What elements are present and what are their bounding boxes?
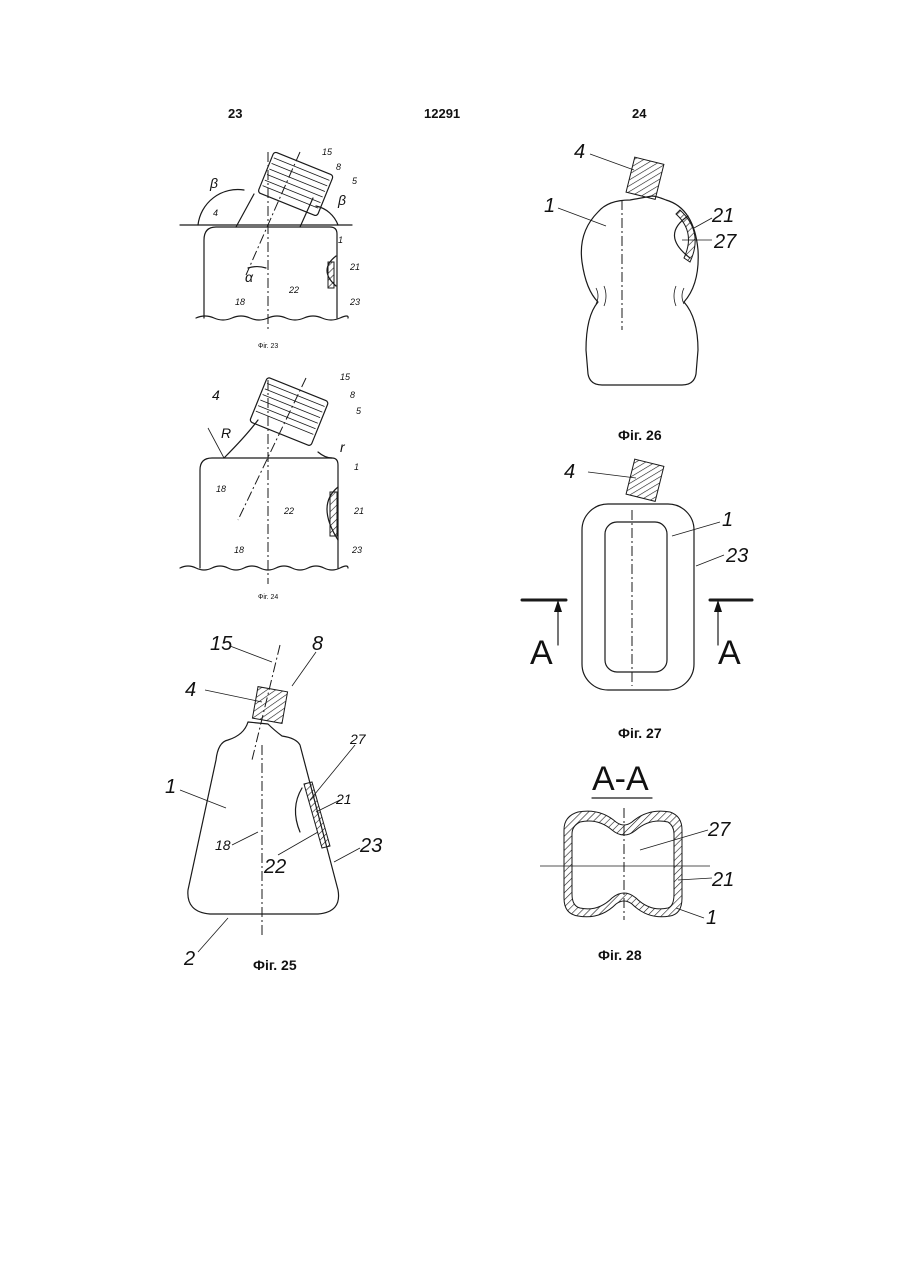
fig25-label: 27 [349, 731, 367, 747]
fig25-leader [230, 646, 272, 662]
fig28-label: 1 [706, 907, 717, 929]
figure-24: 15 8 5 4 R r 1 18 22 21 18 23 Фіг. 24 [180, 372, 364, 601]
fig26-cap [626, 157, 664, 199]
fig27-leader [588, 472, 636, 478]
fig24-label: R [221, 425, 231, 441]
fig27-outer-body [582, 504, 694, 690]
fig28-leader [678, 878, 712, 880]
fig26-caption: Фіг. 26 [618, 427, 662, 443]
fig25-recess [295, 788, 302, 832]
fig26-label: 4 [574, 141, 585, 163]
fig24-insert [330, 492, 337, 536]
fig25-label: 15 [210, 633, 233, 655]
fig25-caption: Фіг. 25 [253, 957, 297, 973]
fig23-label: 5 [352, 176, 358, 186]
fig24-label: r [340, 439, 346, 455]
fig25-label: 22 [263, 856, 286, 878]
figure-26: 4 1 21 27 Фіг. 26 [544, 141, 737, 443]
fig27-label: 23 [725, 545, 748, 567]
fig27-section-letter-right: A [718, 634, 741, 672]
figure-23: 15 8 5 β β 4 1 α 21 22 18 23 Фіг. 23 [180, 147, 360, 350]
fig26-leader [694, 218, 712, 228]
fig26-label: 21 [711, 205, 734, 227]
fig24-inclined-axis [238, 378, 306, 520]
fig24-label: 5 [356, 406, 362, 416]
fig26-waist-lines [596, 286, 684, 306]
fig25-label: 1 [165, 776, 176, 798]
fig25-leader [334, 848, 360, 862]
fig23-body [204, 227, 337, 318]
fig27-arrowhead-right [714, 600, 722, 612]
fig23-label: 21 [349, 262, 360, 272]
fig27-label: 1 [722, 509, 733, 531]
fig23-angle-beta-right [316, 206, 338, 225]
fig25-label: 23 [359, 835, 382, 857]
fig25-label: 4 [185, 679, 196, 701]
figure-25: 15 8 4 1 27 21 18 22 23 2 Фіг. 25 [165, 633, 382, 973]
fig24-label: 15 [340, 372, 351, 382]
fig28-caption: Фіг. 28 [598, 947, 642, 963]
fig24-label: 22 [283, 506, 294, 516]
fig28-section-title: A-A [592, 760, 649, 798]
fig24-label: 8 [350, 390, 355, 400]
fig24-label: 18 [216, 484, 226, 494]
fig27-cap [626, 459, 664, 501]
fig27-arrowhead-left [554, 600, 562, 612]
fig25-leader [292, 652, 316, 686]
fig23-angle-alpha [248, 267, 266, 268]
fig23-caption: Фіг. 23 [258, 342, 278, 350]
fig23-angle-beta-left [198, 190, 244, 225]
fig23-label: 18 [235, 297, 245, 307]
fig23-cap [258, 152, 334, 217]
fig23-label: 22 [288, 285, 299, 295]
fig24-cap [249, 377, 328, 446]
fig28-label: 27 [707, 819, 731, 841]
figure-27: 4 1 23 A A Фіг. 27 [522, 459, 752, 741]
fig23-break-line [196, 316, 348, 320]
figure-28: A-A 27 21 1 Фіг. 28 [540, 760, 734, 963]
fig23-label: α [245, 269, 254, 285]
fig27-label: 4 [564, 461, 575, 483]
fig26-leader [590, 154, 634, 170]
fig25-leader [278, 832, 318, 855]
fig27-leader [672, 522, 720, 536]
fig28-section-wall [564, 811, 682, 917]
fig25-label: 2 [183, 948, 195, 970]
fig26-label: 27 [713, 231, 737, 253]
fig23-label: β [209, 175, 218, 191]
fig26-label: 1 [544, 195, 555, 217]
fig25-label: 21 [335, 791, 352, 807]
fig25-leader [232, 832, 258, 845]
fig25-leader [180, 790, 226, 808]
fig25-leader [205, 690, 262, 702]
fig28-leader [676, 908, 704, 918]
fig26-body [581, 196, 698, 385]
fig24-caption: Фіг. 24 [258, 593, 278, 601]
fig27-inner-recess [605, 522, 667, 672]
fig27-section-letter-left: A [530, 634, 553, 672]
fig25-label: 18 [215, 837, 231, 853]
fig23-label: 4 [213, 208, 218, 218]
fig25-cap [252, 687, 287, 724]
fig24-break-line [180, 566, 348, 570]
fig24-label: 1 [354, 462, 359, 472]
fig28-label: 21 [711, 869, 734, 891]
fig23-label: 15 [322, 147, 333, 157]
fig25-label: 8 [312, 633, 323, 655]
fig23-label: 23 [349, 297, 360, 307]
fig24-label: 18 [234, 545, 244, 555]
fig24-label: 4 [212, 387, 220, 403]
fig27-leader [696, 555, 724, 566]
fig24-body [200, 420, 338, 568]
fig25-leader [198, 918, 228, 952]
fig24-label: 21 [353, 506, 364, 516]
fig23-label: β [337, 192, 346, 208]
fig23-insert [328, 262, 334, 288]
fig26-insert [676, 210, 695, 262]
fig27-caption: Фіг. 27 [618, 725, 662, 741]
fig23-label: 8 [336, 162, 341, 172]
fig23-label: 1 [338, 235, 343, 245]
fig24-label: 23 [351, 545, 362, 555]
